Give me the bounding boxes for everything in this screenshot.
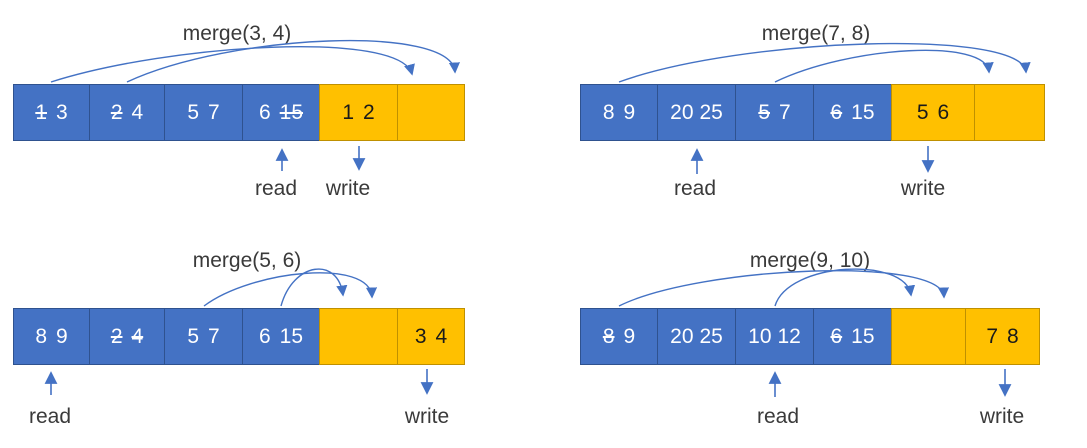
cell-value: 6 [830,324,843,348]
array-cell: 6 15 [242,84,320,141]
array-cell: 6 15 [242,308,320,365]
write-label: write [979,405,1025,428]
cell-value: 3 [56,100,68,124]
buffer-cell: 5 6 [891,84,975,141]
cell-value: 15 [279,100,304,124]
buffer-cell [891,308,966,365]
write-label: write [900,177,946,200]
merge-arc-icon [203,272,378,307]
buffer-cell [319,308,398,365]
array-cell: 6 15 [813,84,892,141]
write-label: write [404,405,450,428]
cell-value: 8 [1007,324,1019,348]
cell-value: 8 [35,324,47,348]
cell-value: 7 [208,100,220,124]
merge-title: merge(9, 10) [749,249,871,272]
read-label: read [673,177,717,200]
cell-value: 20 [670,324,694,348]
array-cell: 20 25 [657,308,736,365]
read-label: read [756,405,800,428]
cell-value: 9 [623,100,636,124]
cell-value: 15 [851,100,875,124]
merge-arc-icon [618,270,950,307]
cell-value: 5 [916,100,929,124]
merge-title: merge(7, 8) [761,22,871,45]
merge-arc-icon [618,42,1031,83]
cell-value: 10 [748,324,772,348]
cell-value: 5 [758,100,770,124]
cell-value: 15 [851,324,875,348]
buffer-cell: 1 2 [319,84,398,141]
cell-value: 6 [937,100,950,124]
cell-value: 4 [131,100,144,124]
cell-value: 7 [779,100,791,124]
cell-value: 5 [187,324,199,348]
cell-value: 6 [830,100,843,124]
array-cell: 1 3 [13,84,90,141]
array-cell: 6 15 [813,308,892,365]
array-row: 8 9 2 4 5 7 6 15 3 4 [13,308,465,365]
cell-value: 8 [602,324,615,348]
array-cell: 2 4 [89,308,165,365]
cell-value: 2 [363,100,375,124]
merge-title: merge(5, 6) [192,249,302,272]
write-label: write [325,177,371,200]
cell-value: 7 [208,324,220,348]
read-label: read [254,177,298,200]
cell-value: 12 [777,324,801,348]
cell-value: 25 [699,100,723,124]
cell-value: 5 [187,100,199,124]
cell-value: 25 [699,324,723,348]
cell-value: 1 [342,100,354,124]
cell-value: 2 [110,100,123,124]
cell-value: 6 [258,100,271,124]
array-row: 8 9 20 25 10 12 6 15 7 8 [580,308,1040,365]
merge-arc-icon [774,49,994,83]
array-cell: 8 9 [580,308,658,365]
array-cell: 5 7 [735,84,814,141]
cell-value: 1 [35,100,47,124]
array-cell: 8 9 [580,84,658,141]
buffer-cell: 3 4 [397,308,465,365]
array-cell: 2 4 [89,84,165,141]
cell-value: 9 [623,324,636,348]
read-label: read [28,405,72,428]
cell-value: 9 [56,324,68,348]
buffer-cell: 7 8 [965,308,1040,365]
merge-arc-icon [280,268,348,307]
merge-arc-icon [126,39,460,83]
cell-value: 20 [670,100,694,124]
cell-value: 8 [602,100,615,124]
buffer-cell [974,84,1045,141]
cell-value: 15 [279,324,304,348]
cell-value: 2 [110,324,123,348]
array-row: 8 9 20 25 5 7 6 15 5 6 [580,84,1045,141]
merge-arc-icon [50,46,415,83]
buffer-cell [397,84,465,141]
cell-value: 3 [414,324,427,348]
array-row: 1 3 2 4 5 7 6 15 1 2 [13,84,465,141]
array-cell: 20 25 [657,84,736,141]
merge-title: merge(3, 4) [182,22,292,45]
cell-value: 4 [131,324,144,348]
array-cell: 5 7 [164,308,243,365]
cell-value: 7 [986,324,998,348]
merge-arc-icon [774,268,916,307]
array-cell: 5 7 [164,84,243,141]
cell-value: 4 [435,324,448,348]
cell-value: 6 [258,324,271,348]
array-cell: 10 12 [735,308,814,365]
array-cell: 8 9 [13,308,90,365]
